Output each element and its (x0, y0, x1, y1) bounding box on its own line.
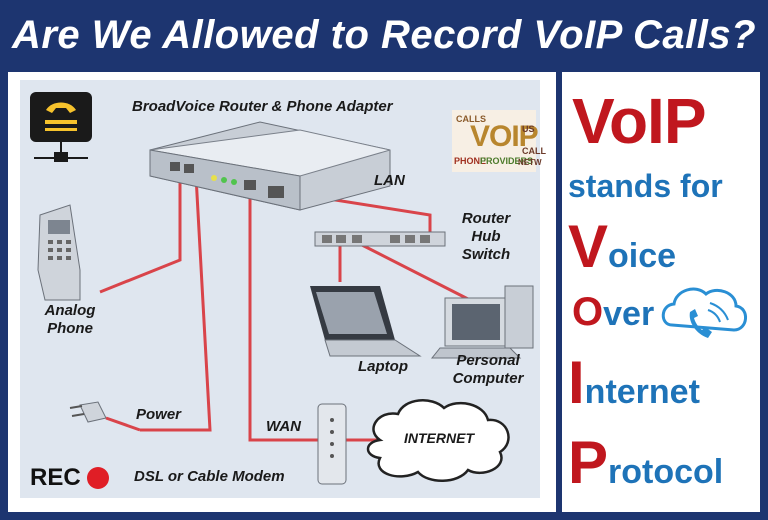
power-wire (140, 175, 212, 432)
phone-wire (99, 178, 182, 294)
internet-label: INTERNET (404, 430, 474, 446)
voip-heading: VoIP (572, 85, 706, 157)
voip-device-icon (30, 92, 92, 162)
hub-label-line: Router (461, 210, 511, 227)
hub-icon (314, 231, 446, 247)
wordcloud-word: VOIP (470, 120, 539, 153)
acronym-protocol: P rotocol (568, 428, 723, 497)
modem-label: DSL or Cable Modem (134, 468, 285, 485)
acronym-internet: I nternet (568, 348, 700, 417)
acronym-word: oice (608, 237, 677, 275)
rec-indicator: REC (30, 464, 109, 492)
hub-label-line: Switch (461, 246, 511, 263)
wordcloud-word: CALL (522, 146, 546, 156)
pc-label-line: Personal (456, 352, 520, 369)
power-label: Power (136, 406, 182, 423)
analog-phone-label: Analog Phone (30, 302, 110, 338)
pc-icon (430, 285, 534, 359)
wordcloud-word: PROVIDERS (480, 156, 534, 166)
lan-label: LAN (374, 172, 405, 189)
acronym-word: nternet (584, 373, 700, 411)
phone-label-line: Analog (44, 302, 96, 319)
acronym-over: O ver (572, 290, 654, 335)
acronym-letter: O (572, 290, 604, 334)
acronym-voice: V oice (568, 212, 676, 281)
acronym-letter: P (568, 429, 609, 496)
wordcloud-word: US (522, 124, 535, 134)
router-icon (149, 121, 391, 211)
acronym-letter: I (568, 349, 585, 416)
power-plug-icon (69, 401, 141, 432)
wordcloud-word: NETW (518, 158, 542, 167)
voip-wordcloud-image (452, 110, 536, 172)
modem-icon (317, 403, 347, 485)
wan-label: WAN (266, 418, 301, 435)
acronym-word: rotocol (608, 453, 724, 491)
acronym-word: ver (603, 295, 655, 333)
pc-wire (359, 242, 471, 302)
phone-cloud-icon (661, 287, 747, 338)
laptop-icon (310, 286, 422, 357)
rec-label: REC (30, 464, 81, 491)
laptop-label: Laptop (358, 358, 408, 375)
wordcloud-word: CALLS (456, 114, 486, 124)
analog-phone-icon (37, 204, 81, 301)
hub-label-line: Hub (471, 228, 501, 245)
stands-for-text: stands for (568, 168, 723, 204)
wan-wire (248, 190, 330, 442)
internet-cloud-icon (366, 399, 510, 482)
pc-label: Personal Computer (440, 352, 536, 388)
phone-label-line: Phone (47, 320, 93, 337)
acronym-letter: V (568, 213, 609, 280)
page-title: Are We Allowed to Record VoIP Calls? (11, 12, 757, 57)
record-dot-icon (86, 467, 109, 489)
pc-label-line: Computer (452, 370, 524, 387)
hub-label: Router Hub Switch (450, 210, 522, 264)
wordcloud-word: PHONE (454, 156, 487, 166)
router-label: BroadVoice Router & Phone Adapter (132, 98, 393, 115)
